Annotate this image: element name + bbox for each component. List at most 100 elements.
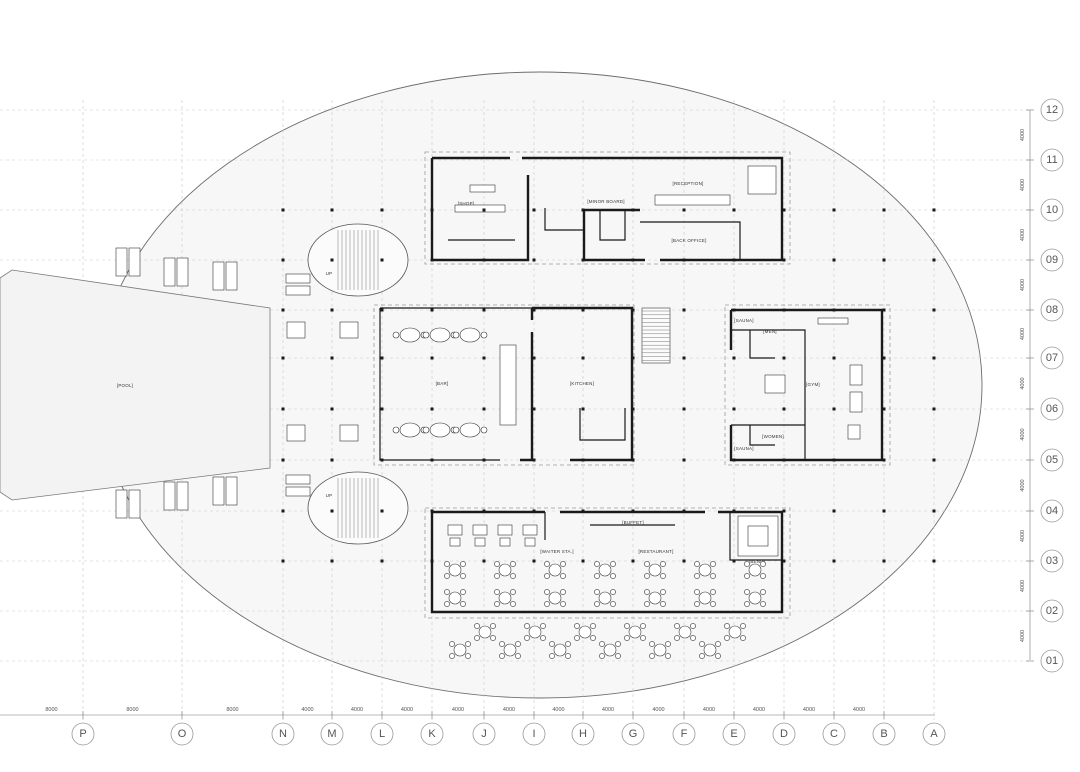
bottom-dimension-line: 8000 8000 8000 4000 4000 4000 4000 4000 4000 4000… <box>0 707 935 719</box>
grid-row-label: 12 <box>1046 104 1058 116</box>
grid-column-label: B <box>880 728 887 740</box>
dimension-label: 4000 <box>301 707 313 713</box>
grid-row-bubble: 04 <box>1040 499 1064 523</box>
dimension-label: 4000 <box>703 707 715 713</box>
dimension-label: 4000 <box>351 707 363 713</box>
grid-row-bubbles: 12 11 10 09 08 07 06 05 04 03 02 01 <box>1040 98 1064 673</box>
sun-loungers <box>115 247 359 519</box>
grid-column-label: N <box>279 728 287 740</box>
grid-row-label: 08 <box>1046 304 1058 316</box>
central-stair <box>641 307 671 364</box>
dimension-label: 4000 <box>1020 229 1026 241</box>
grid-row-label: 01 <box>1046 655 1058 667</box>
grid-row-bubble: 02 <box>1040 599 1064 623</box>
grid-column-label: F <box>681 728 688 740</box>
sauna-top-label: [SAUNA] <box>734 318 753 323</box>
restaurant-label: [RESTAURANT] <box>638 549 673 554</box>
grid-row-label: 05 <box>1046 454 1058 466</box>
grid-row-bubble: 01 <box>1040 649 1064 673</box>
grid-column-bubble: O <box>170 722 194 746</box>
dimension-label: 8000 <box>126 707 138 713</box>
dimension-label: 4000 <box>1020 580 1026 592</box>
dimension-label: 4000 <box>1020 377 1026 389</box>
grid-column-bubble: D <box>772 722 796 746</box>
dimension-label: 4000 <box>1020 179 1026 191</box>
grid-row-label: 09 <box>1046 254 1058 266</box>
grid-row-label: 02 <box>1046 605 1058 617</box>
women-label: [WOMEN] <box>762 434 784 439</box>
grid-row-label: 03 <box>1046 555 1058 567</box>
dimension-label: 8000 <box>226 707 238 713</box>
grid-column-label: G <box>629 728 638 740</box>
dimension-label: 4000 <box>1020 129 1026 141</box>
bar-label: [BAR] <box>436 381 449 386</box>
grid-row-label: 11 <box>1046 154 1057 166</box>
grid-column-label: K <box>428 728 436 740</box>
stair-up-label-bottom: UP <box>326 493 333 498</box>
dimension-label: 4000 <box>552 707 564 713</box>
grid-row-label: 04 <box>1046 505 1058 517</box>
stair-up-label-top: UP <box>326 271 333 276</box>
grid-column-bubble: N <box>271 722 295 746</box>
buffet-label: [BUFFET] <box>622 520 644 525</box>
grid-row-bubble: 08 <box>1040 298 1064 322</box>
grid-row-bubble: 12 <box>1040 98 1064 122</box>
grid-column-bubble: K <box>420 722 444 746</box>
dimension-label: 4000 <box>753 707 765 713</box>
dimension-label: 4000 <box>803 707 815 713</box>
dimension-label: 4000 <box>1020 428 1026 440</box>
building-gym: [SAUNA] [MEN] [GYM] [WOMEN] [SAUNA] <box>724 304 891 466</box>
grid-column-label: P <box>79 728 86 740</box>
grid-column-label: O <box>178 728 187 740</box>
grid-column-label: A <box>930 728 938 740</box>
building-bar-kitchen: [BAR] [KITCHEN] <box>373 304 635 466</box>
grid-column-label: H <box>579 728 587 740</box>
grid-column-bubble: M <box>320 722 344 746</box>
building-restaurant: [BUFFET] [WAITER STA.] [RESTAURANT] [BEN… <box>424 507 791 659</box>
grid-column-label: L <box>379 728 385 740</box>
grid-column-bubble: C <box>822 722 846 746</box>
grid-column-label: C <box>830 728 838 740</box>
building-shop-reception: [SHOP] [MINOR BOARD] [RECEPTION] [BACK O… <box>424 151 791 265</box>
grid-column-bubble: B <box>872 722 896 746</box>
sauna-bottom-label: [SAUNA] <box>734 446 753 451</box>
dimension-label: 4000 <box>1020 530 1026 542</box>
minor-board-label: [MINOR BOARD] <box>587 199 624 204</box>
dimension-label: 4000 <box>401 707 413 713</box>
dimension-label: 4000 <box>1020 479 1026 491</box>
grid-row-label: 10 <box>1046 204 1058 216</box>
stair-oval-bottom: UP <box>307 471 409 545</box>
grid-column-bubble: J <box>472 722 496 746</box>
grid-lines <box>0 100 1030 720</box>
grid-row-bubble: 07 <box>1040 346 1064 370</box>
dimension-label: 4000 <box>1020 279 1026 291</box>
reception-label: [RECEPTION] <box>673 181 704 186</box>
grid-column-bubble: E <box>722 722 746 746</box>
grid-row-label: 07 <box>1046 352 1058 364</box>
grid-column-label: J <box>481 728 487 740</box>
dimension-label: 4000 <box>1020 630 1026 642</box>
grid-column-bubble: P <box>71 722 95 746</box>
pool-label: [POOL] <box>117 383 133 388</box>
dimension-label: 4000 <box>652 707 664 713</box>
grid-row-bubble: 06 <box>1040 397 1064 421</box>
grid-column-label: E <box>730 728 737 740</box>
grid-column-label: M <box>327 728 336 740</box>
side-dimension-line: 4000 4000 4000 4000 4000 4000 4000 4000 4000 4000… <box>1020 109 1034 662</box>
dimension-label: 4000 <box>602 707 614 713</box>
gym-label: [GYM] <box>806 382 820 387</box>
dimension-label: 8000 <box>45 707 57 713</box>
grid-column-bubble: G <box>621 722 645 746</box>
kitchen-label: [KITCHEN] <box>570 381 594 386</box>
dimension-label: 4000 <box>503 707 515 713</box>
waiter-station-label: [WAITER STA.] <box>540 549 573 554</box>
grid-row-label: 06 <box>1046 403 1058 415</box>
grid-row-bubble: 10 <box>1040 198 1064 222</box>
grid-column-bubble: I <box>522 722 546 746</box>
grid-row-bubble: 03 <box>1040 549 1064 573</box>
grid-column-bubble: F <box>672 722 696 746</box>
structural-columns <box>281 208 936 563</box>
stair-oval-top: UP <box>307 223 409 297</box>
